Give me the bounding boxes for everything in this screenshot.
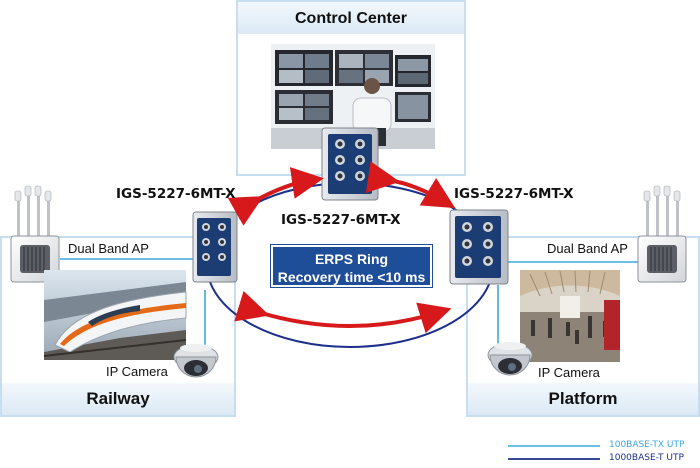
ap-right-device: [637, 185, 687, 283]
railway-title: Railway: [2, 383, 234, 415]
switch-left-label: IGS-5227-6MT-X: [116, 186, 236, 202]
arrow-bottom: [234, 290, 452, 334]
platform-photo: [520, 270, 620, 362]
switch-center-device: [321, 127, 379, 201]
ring-recovery-time: Recovery time <10 ms: [277, 269, 426, 285]
railway-photo: [43, 270, 187, 360]
platform-title: Platform: [468, 383, 698, 415]
arrow-left-top: [227, 167, 324, 226]
switch-center-label: IGS-5227-6MT-X: [281, 212, 401, 228]
ap-right-label: Dual Band AP: [547, 241, 628, 256]
camera-left-device: [173, 344, 219, 378]
camera-left-label: IP Camera: [106, 364, 168, 379]
switch-left-device: [192, 211, 238, 283]
arrow-right-top: [365, 161, 456, 209]
ring-title: ERPS Ring: [314, 251, 389, 267]
control-center-title: Control Center: [238, 2, 464, 34]
switch-right-label: IGS-5227-6MT-X: [454, 186, 574, 202]
switch-right-device: [449, 209, 509, 285]
legend-gigabit-label: 1000BASE-T UTP: [609, 453, 684, 463]
erps-ring-box: ERPS Ring Recovery time <10 ms: [271, 245, 432, 287]
ap-left-device: [10, 185, 60, 283]
legend-fast-label: 100BASE-TX UTP: [609, 440, 685, 450]
control-center-photo: [271, 44, 435, 149]
camera-right-device: [487, 342, 533, 376]
ap-left-label: Dual Band AP: [68, 241, 149, 256]
camera-right-label: IP Camera: [538, 365, 600, 380]
